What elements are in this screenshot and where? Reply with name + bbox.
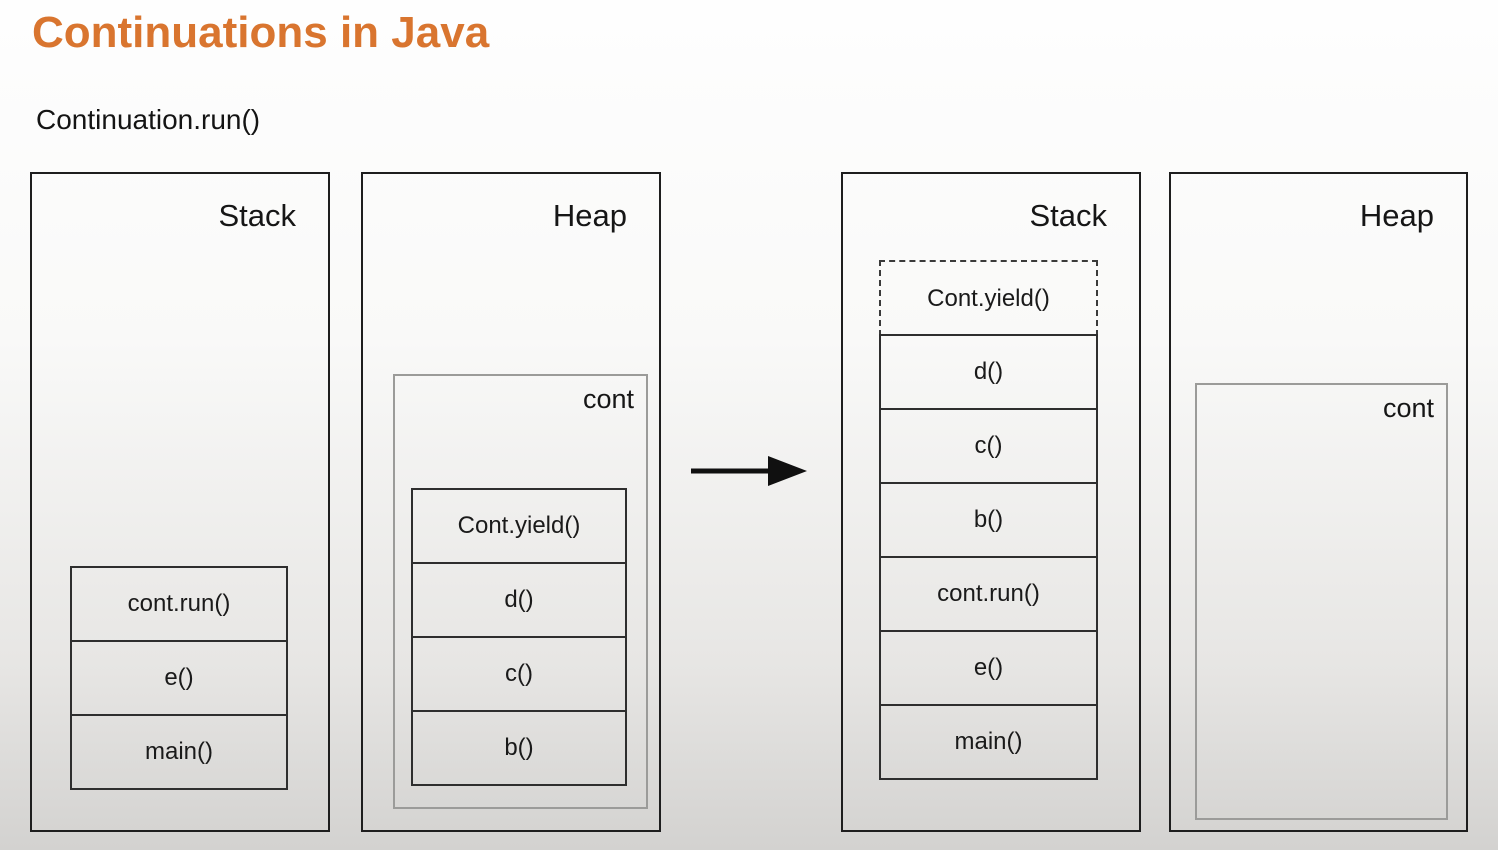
- transition-arrow-icon: [691, 456, 807, 486]
- stack-frame-c: c(): [879, 408, 1098, 484]
- heap-before-label: Heap: [552, 198, 627, 233]
- stack-after-frames: Cont.yield() d() c() b() cont.run() e() …: [879, 260, 1098, 780]
- cont-before-frames: Cont.yield() d() c() b(): [411, 488, 627, 786]
- heap-frame-cont-yield: Cont.yield(): [411, 488, 627, 564]
- heap-frame-d: d(): [411, 562, 627, 638]
- panel-stack-after: Stack Cont.yield() d() c() b() cont.run(…: [841, 172, 1141, 832]
- stack-before-frames: cont.run() e() main(): [70, 566, 288, 790]
- stack-frame-b: b(): [879, 482, 1098, 558]
- cont-object-before: cont Cont.yield() d() c() b(): [393, 374, 648, 809]
- stack-frame-cont-yield-pending: Cont.yield(): [879, 260, 1098, 336]
- cont-after-label: cont: [1382, 393, 1434, 423]
- subtitle-continuation-run: Continuation.run(): [36, 104, 261, 135]
- stack-frame-cont-run: cont.run(): [879, 556, 1098, 632]
- stack-frame-d: d(): [879, 334, 1098, 410]
- stack-after-label: Stack: [1029, 198, 1107, 233]
- page-title: Continuations in Java: [32, 8, 490, 57]
- cont-before-label: cont: [582, 384, 634, 414]
- stack-frame-main: main(): [879, 704, 1098, 780]
- heap-frame-b: b(): [411, 710, 627, 786]
- heap-after-label: Heap: [1359, 198, 1434, 233]
- heap-frame-c: c(): [411, 636, 627, 712]
- cont-object-after-empty: cont: [1195, 383, 1448, 820]
- stack-before-label: Stack: [218, 198, 296, 233]
- stack-frame-e: e(): [70, 640, 288, 716]
- panel-stack-before: Stack cont.run() e() main(): [30, 172, 330, 832]
- panel-heap-after: Heap cont: [1169, 172, 1468, 832]
- stack-frame-cont-run: cont.run(): [70, 566, 288, 642]
- stack-frame-main: main(): [70, 714, 288, 790]
- stack-frame-e: e(): [879, 630, 1098, 706]
- panel-heap-before: Heap cont Cont.yield() d() c() b(): [361, 172, 661, 832]
